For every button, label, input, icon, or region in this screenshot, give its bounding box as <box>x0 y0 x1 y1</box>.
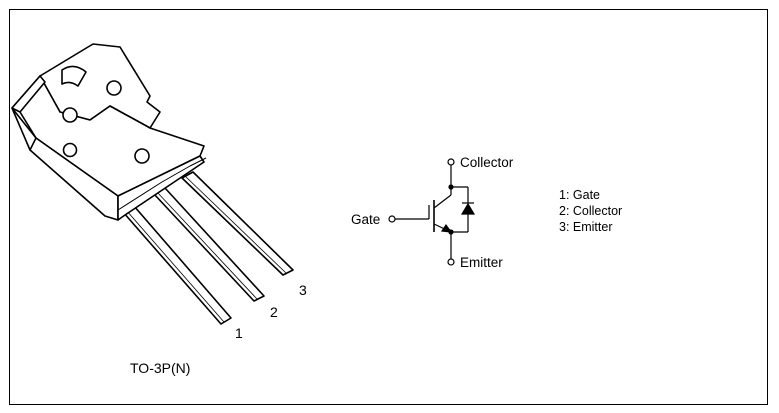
pin-number-3: 3 <box>299 282 307 298</box>
emitter-node <box>448 229 454 235</box>
lead-3 <box>181 171 294 276</box>
mount-hole-2 <box>62 107 78 123</box>
collector-terminal <box>447 158 455 166</box>
emitter-terminal <box>447 258 455 266</box>
emitter-label: Emitter <box>460 255 503 270</box>
pin-legend-item: 1: Gate <box>559 188 600 202</box>
mount-hole-4 <box>62 142 78 158</box>
package-body-front <box>29 137 119 221</box>
pin-number-2: 2 <box>270 304 278 320</box>
package-name: TO-3P(N) <box>130 360 191 376</box>
pin-number-1: 1 <box>235 325 243 341</box>
gate-label: Gate <box>351 212 381 227</box>
pin-legend-item: 3: Emitter <box>559 220 613 234</box>
freewheel-diode <box>460 202 476 215</box>
pin-legend-item: 2: Collector <box>559 204 623 218</box>
package-body-side <box>117 155 205 221</box>
gate-terminal <box>388 215 396 223</box>
pin-legend: 1: Gate 2: Collector 3: Emitter <box>559 187 622 235</box>
collector-node <box>448 184 454 190</box>
collector-label: Collector <box>460 155 514 170</box>
mount-hole-1 <box>106 80 122 96</box>
mount-hole-3 <box>134 148 150 164</box>
package-bevel <box>11 75 46 113</box>
tab-slot <box>61 65 87 87</box>
outer-frame <box>9 9 768 405</box>
